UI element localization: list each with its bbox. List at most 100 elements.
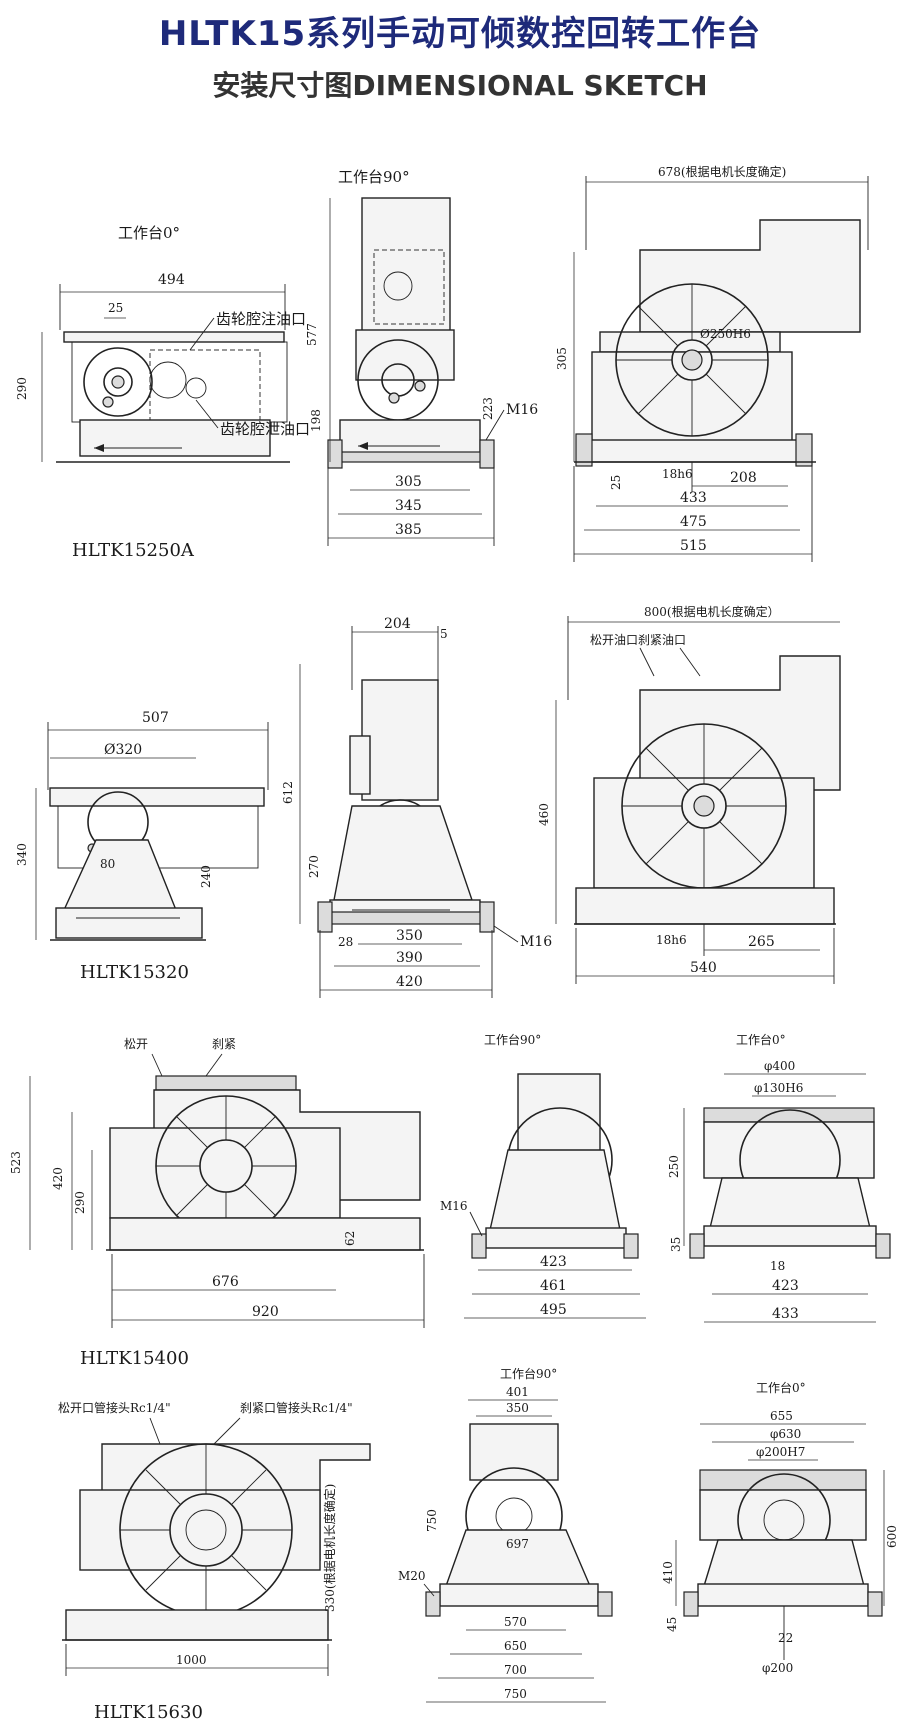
dim-18h6: 18h6: [662, 467, 693, 481]
dim-650: 650: [504, 1639, 527, 1653]
dim-80: 80: [100, 857, 115, 871]
thread-m20: M20: [398, 1569, 426, 1583]
model-320-view-0deg: 507 Ø320 340 80 240 HLTK15320: [15, 710, 269, 983]
dim-390: 390: [396, 950, 423, 966]
dim-570: 570: [504, 1615, 527, 1629]
dim-401: 401: [506, 1385, 529, 1399]
dim-phi250h6: Ø250H6: [700, 327, 751, 341]
dim-phi130h6: φ130H6: [754, 1081, 803, 1095]
dim-305-front: 305: [555, 347, 569, 370]
dim-423-0: 423: [772, 1278, 799, 1294]
model-630-view-front: 松开口管接头Rc1/4" 刹紧口管接头Rc1/4" 330(根据电机长度确定) …: [58, 1400, 371, 1723]
dim-385: 385: [395, 522, 422, 538]
label-release: 松开: [124, 1037, 148, 1051]
dim-18: 18: [770, 1259, 785, 1273]
dim-290-front: 290: [73, 1191, 87, 1214]
view-label-0deg-400: 工作台0°: [736, 1032, 786, 1047]
dim-250: 250: [667, 1155, 681, 1178]
label-release-brake-port: 松开油口刹紧油口: [590, 633, 686, 647]
dim-1000: 1000: [176, 1653, 207, 1667]
dim-410: 410: [661, 1561, 675, 1584]
dim-270: 270: [307, 855, 321, 878]
view-label-0deg-630: 工作台0°: [756, 1380, 806, 1395]
model-320-view-front: 800(根据电机长度确定） 松开油口刹紧油口 460 18h6 265 540: [537, 604, 841, 984]
dim-600: 600: [885, 1525, 899, 1548]
dim-460: 460: [537, 803, 551, 826]
dim-phi630: φ630: [770, 1427, 801, 1441]
view-label-90deg-400: 工作台90°: [484, 1032, 541, 1047]
dim-523: 523: [9, 1151, 23, 1174]
dim-350: 350: [396, 928, 423, 944]
dim-305: 305: [395, 474, 422, 490]
dim-290: 290: [15, 377, 29, 400]
dim-350-630: 350: [506, 1401, 529, 1415]
dim-208: 208: [730, 470, 757, 486]
dim-495: 495: [540, 1302, 567, 1318]
model-630-view-90deg: 工作台90° 401 350 750 697 M20 570 650 700 7…: [398, 1366, 613, 1703]
dim-phi200: φ200: [762, 1661, 793, 1675]
page-title: HLTK15系列手动可倾数控回转工作台: [158, 14, 762, 54]
dim-750-height: 750: [425, 1509, 439, 1532]
dim-5: 5: [440, 627, 448, 641]
dim-phi400: φ400: [764, 1059, 795, 1073]
dim-35: 35: [669, 1237, 683, 1252]
view-label-90deg: 工作台90°: [338, 168, 410, 186]
dim-577: 577: [305, 323, 319, 346]
dim-433: 433: [680, 490, 707, 506]
model-label-250: HLTK15250A: [72, 540, 195, 561]
thread-m16-320: M16: [520, 934, 552, 950]
model-400-view-front: 松开 刹紧 523 420 290 62 676 920 HLTK15400: [9, 1037, 425, 1369]
model-label-630: HLTK15630: [94, 1702, 203, 1723]
thread-m16-400: M16: [440, 1199, 468, 1213]
model-320-view-90deg: 204 5 612 270 28 350 390 420 M16: [281, 616, 552, 998]
dim-655: 655: [770, 1409, 793, 1423]
label-motor-678: 678(根据电机长度确定): [658, 164, 786, 179]
thread-m16-250: M16: [506, 402, 538, 418]
model-250-view-front: 678(根据电机长度确定) Ø250H6 305 25 18h6 208 433: [555, 164, 869, 562]
dim-198: 198: [309, 409, 323, 432]
label-gear-drain-port: 齿轮腔泄油口: [220, 420, 310, 438]
model-label-400: HLTK15400: [80, 1348, 189, 1369]
view-label-0deg: 工作台0°: [118, 224, 180, 242]
label-motor-330: 330(根据电机长度确定): [322, 1484, 337, 1612]
dim-25: 25: [108, 301, 123, 315]
model-250-view-0deg: 工作台0° 494 25 290 齿轮腔注油口 齿轮腔泄油口: [15, 224, 310, 463]
dim-240: 240: [199, 865, 213, 888]
model-630-view-0deg: 工作台0° 655 φ630 φ200H7 410 600 45 22 φ200: [661, 1380, 899, 1675]
label-brake: 刹紧: [212, 1037, 236, 1051]
dim-340: 340: [15, 843, 29, 866]
dim-phi320: Ø320: [104, 742, 142, 758]
dim-45: 45: [665, 1617, 679, 1632]
dim-612: 612: [281, 781, 295, 804]
dim-25-front: 25: [609, 475, 623, 490]
dim-920: 920: [252, 1304, 279, 1320]
dim-697: 697: [506, 1537, 529, 1551]
dim-223: 223: [481, 397, 495, 420]
dim-700: 700: [504, 1663, 527, 1677]
dim-28: 28: [338, 935, 353, 949]
dim-18h6-320: 18h6: [656, 933, 687, 947]
model-250-view-90deg: 工作台90° 577 198 223 M16 305 345 385: [305, 168, 538, 546]
dim-475: 475: [680, 514, 707, 530]
dim-676: 676: [212, 1274, 239, 1290]
dim-494: 494: [158, 272, 185, 288]
dim-62: 62: [343, 1231, 357, 1246]
dim-22: 22: [778, 1631, 793, 1645]
model-400-view-90deg: 工作台90° M16 423 461 495: [440, 1032, 646, 1319]
dim-265: 265: [748, 934, 775, 950]
dim-204: 204: [384, 616, 411, 632]
dim-540: 540: [690, 960, 717, 976]
view-label-90deg-630: 工作台90°: [500, 1366, 557, 1381]
label-brake-fitting: 刹紧口管接头Rc1/4": [240, 1400, 353, 1415]
label-motor-800: 800(根据电机长度确定）: [644, 604, 780, 619]
dim-750-width: 750: [504, 1687, 527, 1701]
model-label-320: HLTK15320: [80, 962, 189, 983]
dim-515: 515: [680, 538, 707, 554]
dim-433-400: 433: [772, 1306, 799, 1322]
label-release-fitting: 松开口管接头Rc1/4": [58, 1400, 171, 1415]
dim-423-90: 423: [540, 1254, 567, 1270]
dim-phi200h7: φ200H7: [756, 1445, 805, 1459]
dim-507: 507: [142, 710, 169, 726]
dim-461: 461: [540, 1278, 567, 1294]
